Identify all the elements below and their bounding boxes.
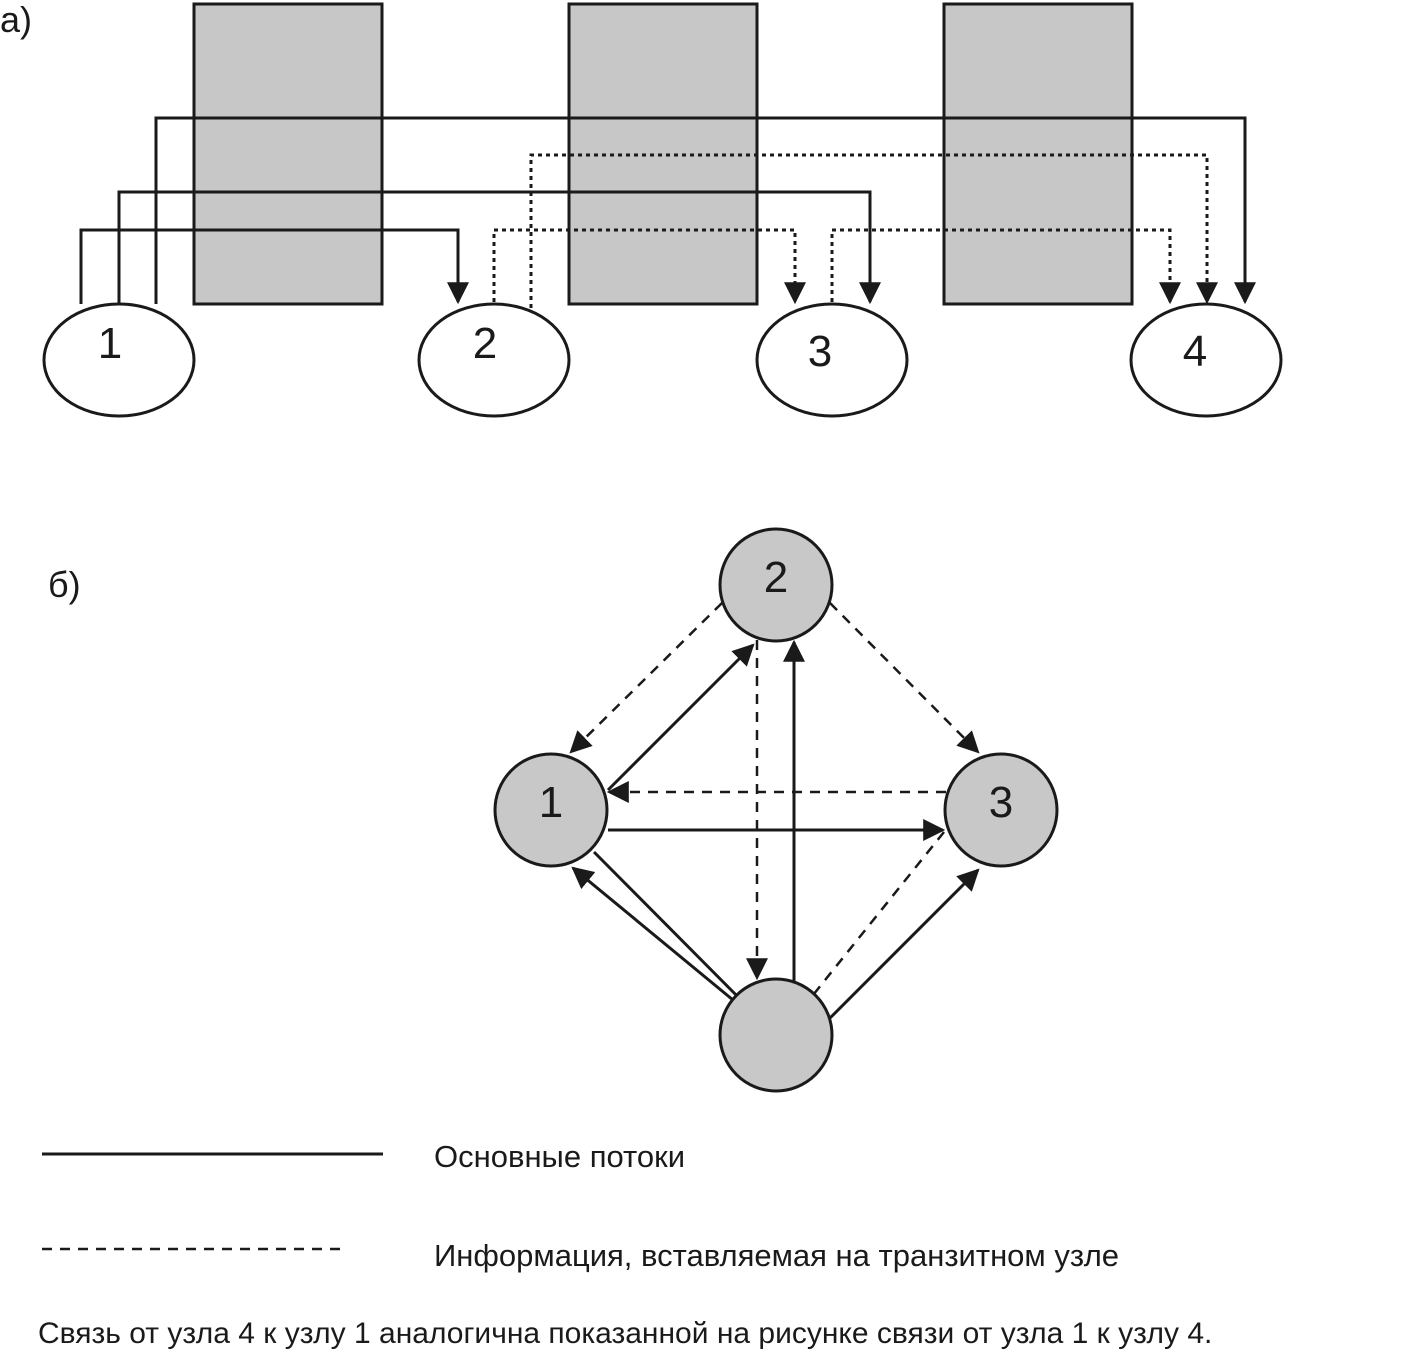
node-a-2 <box>417 302 571 418</box>
node-b-2 <box>718 527 834 643</box>
flow-b-3-to-4-inserted <box>795 831 945 1017</box>
node-b-2-label: 2 <box>764 553 788 602</box>
node-b-1 <box>493 752 609 868</box>
node-a-3-label: 3 <box>808 327 832 376</box>
panel-a: а) 1 2 3 4 <box>0 0 1283 418</box>
node-a-4 <box>1129 302 1283 418</box>
transit-block-1 <box>192 2 384 306</box>
node-a-2-label: 2 <box>473 319 497 368</box>
flow-b-1-to-2 <box>606 643 755 792</box>
caption: Связь от узла 4 к узлу 1 аналогична пока… <box>38 1317 1212 1350</box>
node-b-3 <box>943 752 1059 868</box>
flow-b-4-to-3 <box>828 868 980 1020</box>
flow-1-to-3 <box>117 190 881 305</box>
flow-1-to-4 <box>154 116 1256 305</box>
legend-dashed-label: Информация, вставляемая на транзитном уз… <box>434 1238 1119 1273</box>
flow-b-2-to-1-inserted <box>569 602 723 754</box>
flow-b-1-to-4 <box>592 850 758 1017</box>
node-a-1-label: 1 <box>98 319 122 368</box>
flow-1-to-2 <box>79 228 469 305</box>
panel-b-label: б) <box>48 564 81 605</box>
flow-b-4-to-1 <box>571 866 734 1002</box>
node-b-1-label: 1 <box>539 778 563 827</box>
node-b-4 <box>718 977 834 1093</box>
flow-2-to-3-inserted <box>492 228 806 305</box>
flow-3-to-4-inserted <box>830 228 1181 305</box>
node-b-3-label: 3 <box>989 778 1013 827</box>
legend-solid-label: Основные потоки <box>434 1139 685 1174</box>
panel-a-label: а) <box>0 0 32 40</box>
panel-b: б) 2 1 3 <box>48 527 1059 1093</box>
legend: Основные потоки Информация, вставляемая … <box>42 1139 1119 1273</box>
node-a-1 <box>42 302 196 418</box>
flow-2-to-4-inserted <box>529 153 1218 308</box>
node-a-4-label: 4 <box>1183 327 1207 376</box>
node-a-3 <box>755 302 909 418</box>
flow-b-2-to-3-inserted <box>829 602 980 754</box>
